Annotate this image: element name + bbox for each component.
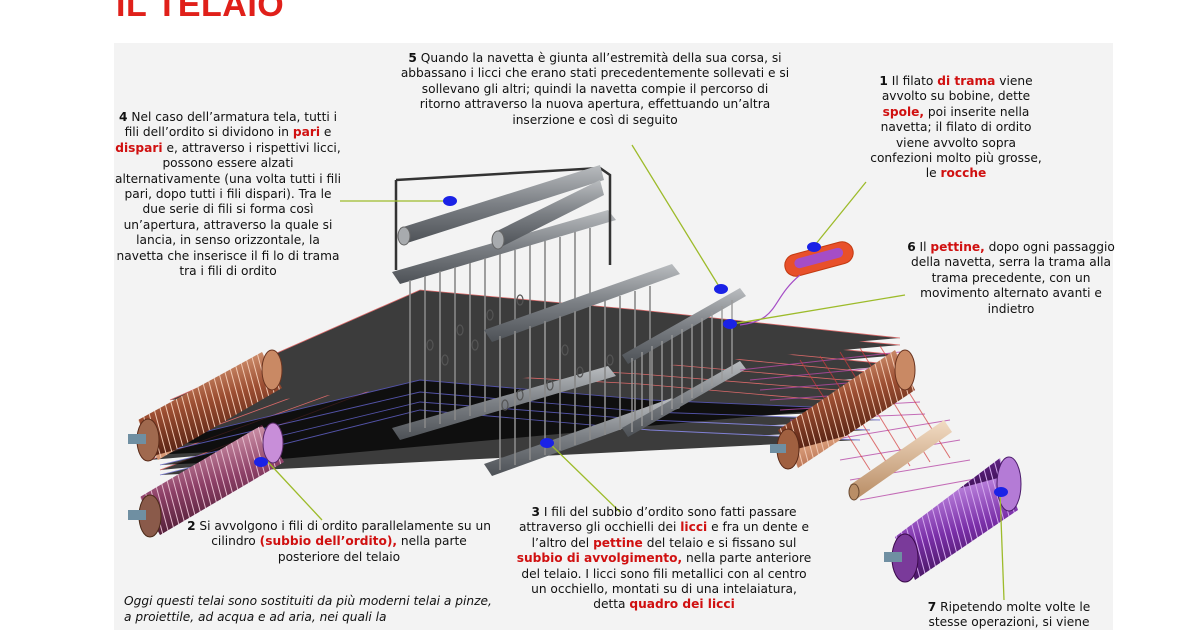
shuttle-bobbin	[739, 241, 854, 326]
breast-beam	[770, 349, 916, 470]
warp-beam-bottom	[128, 422, 284, 538]
cloth-beam	[884, 456, 1022, 583]
heddle-frame-front	[484, 264, 680, 476]
leader-lines	[267, 144, 1005, 601]
note-5: 5 Quando la navetta è giunta all’estremi…	[400, 51, 790, 127]
cloth-small-roller	[848, 420, 952, 501]
note-1: 1 Il filato di trama viene avvolto su bo…	[870, 74, 1042, 181]
page-title: IL TELAIO	[116, 0, 285, 24]
note-2: 2 Si avvolgono i fili di ordito parallel…	[187, 519, 491, 564]
reed	[622, 288, 746, 437]
note-7: 7 Ripetendo molte volte le stesse operaz…	[927, 600, 1091, 630]
footer-text: Oggi questi telai sono sostituiti da più…	[124, 594, 492, 624]
note-4: 4 Nel caso dell’armatura tela, tutti i f…	[115, 110, 341, 279]
callout-dots	[254, 196, 1008, 497]
note-6: 6 Il pettine, dopo ogni passaggio della …	[907, 240, 1115, 316]
warp-beam-top	[128, 349, 283, 462]
note-3: 3 I fili del subbio d’ordito sono fatti …	[516, 505, 812, 612]
heddle-top-rollers	[394, 165, 612, 270]
